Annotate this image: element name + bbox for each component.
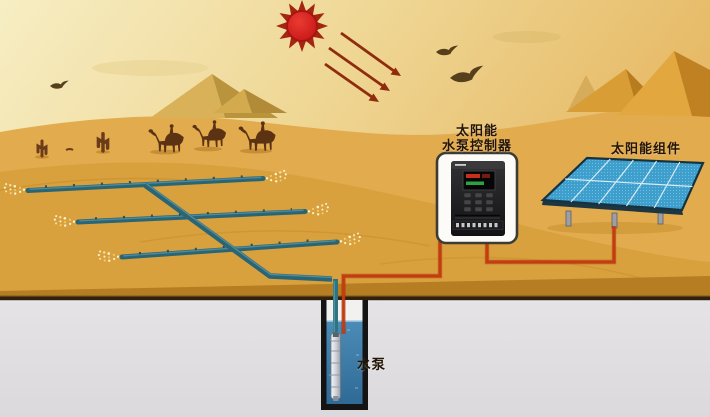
- pump-controller-device: [435, 151, 519, 245]
- controller-label-line1: 太阳能: [455, 123, 498, 138]
- controller-keypad: [463, 192, 494, 212]
- sun-icon: [276, 0, 328, 52]
- panel-face: [540, 156, 705, 212]
- wire-controller-to-pump: [342, 241, 442, 334]
- foreground-dunes: [0, 162, 710, 310]
- power-wires: [341, 226, 617, 334]
- cloud-icon: [493, 31, 561, 43]
- main-supply-pipe: [143, 182, 333, 282]
- controller-display: [462, 170, 496, 191]
- solar-panel-label: 太阳能组件: [611, 141, 682, 156]
- pyramid-icon-left: [150, 74, 287, 118]
- ground-line: [0, 296, 710, 301]
- pyramid-icon-right: [566, 51, 710, 117]
- camel-caravan-icon: [148, 120, 276, 155]
- cactus-icon: [35, 132, 110, 159]
- irrigation-pipes: [3, 169, 362, 333]
- controller-label-line2: 水泵控制器: [441, 137, 512, 153]
- sunlight-arrows-icon: [324, 31, 401, 102]
- wire-panel-to-controller: [485, 226, 616, 264]
- submersible-pump: [330, 332, 341, 401]
- cloud-icon: [92, 60, 208, 76]
- controller-label: 太阳能 水泵控制器: [421, 123, 533, 153]
- pump-label: 水泵: [357, 357, 386, 372]
